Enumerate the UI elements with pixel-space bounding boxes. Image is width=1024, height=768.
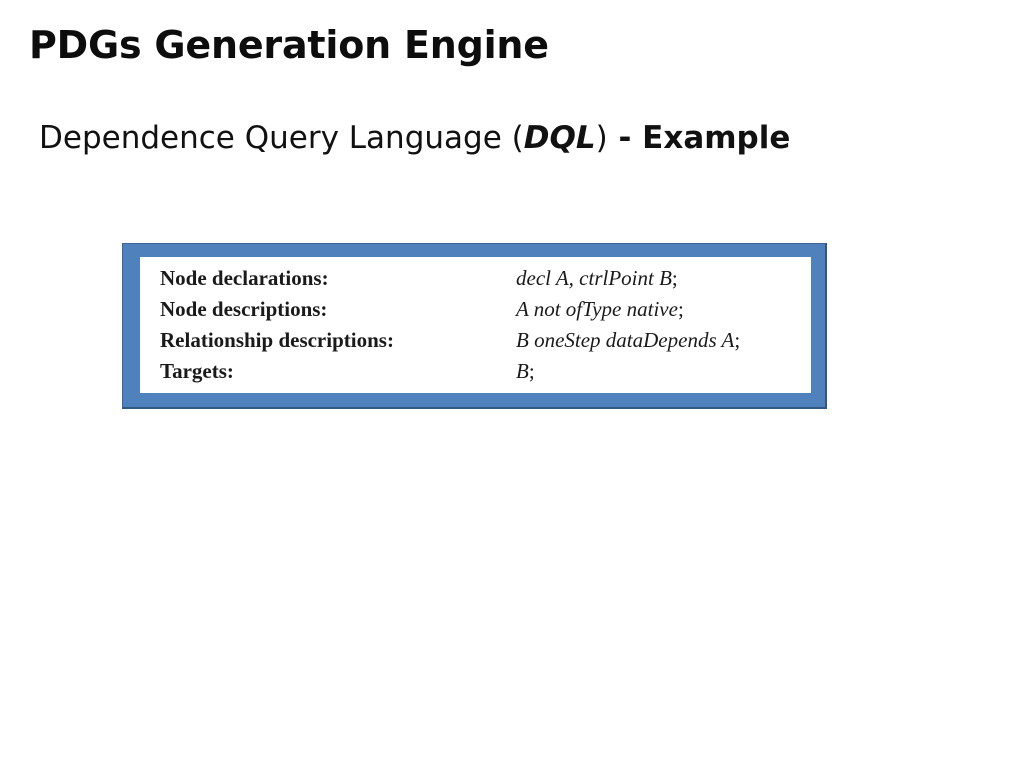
row-value-terminator: ;	[734, 328, 741, 352]
table-row: Targets: B;	[160, 356, 740, 387]
table-row: Node descriptions: A not ofType native;	[160, 294, 740, 325]
row-label: Targets:	[160, 359, 234, 383]
row-label: Node declarations:	[160, 266, 329, 290]
row-value-text: B oneStep dataDepends A	[516, 328, 735, 352]
row-label: Node descriptions:	[160, 297, 328, 321]
row-value: B;	[516, 356, 740, 387]
row-value-text: B	[516, 359, 529, 383]
row-value-text: A not ofType native	[516, 297, 678, 321]
page-title: PDGs Generation Engine	[29, 23, 549, 67]
row-value-terminator: ;	[671, 266, 678, 290]
subtitle-separator: -	[607, 120, 643, 156]
row-value-terminator: ;	[677, 297, 684, 321]
row-value: B oneStep dataDepends A;	[516, 325, 740, 356]
row-value: decl A, ctrlPoint B;	[516, 263, 740, 294]
subtitle-open-paren: (	[511, 120, 524, 156]
subtitle-emphasis: Example	[642, 120, 791, 156]
subtitle-acronym: DQL	[523, 120, 596, 156]
table-row: Node declarations: decl A, ctrlPoint B;	[160, 263, 740, 294]
row-value: A not ofType native;	[516, 294, 740, 325]
row-value-text: decl A, ctrlPoint B	[516, 266, 672, 290]
example-box: Node declarations: decl A, ctrlPoint B; …	[122, 243, 827, 409]
row-value-terminator: ;	[528, 359, 535, 383]
example-box-inner: Node declarations: decl A, ctrlPoint B; …	[140, 257, 811, 393]
dql-example-table: Node declarations: decl A, ctrlPoint B; …	[160, 263, 740, 387]
subtitle-close-paren: )	[595, 120, 608, 156]
table-row: Relationship descriptions: B oneStep dat…	[160, 325, 740, 356]
row-label: Relationship descriptions:	[160, 328, 394, 352]
subtitle-lead-text: Dependence Query Language	[39, 120, 512, 156]
slide-subtitle: Dependence Query Language (DQL) - Exampl…	[39, 117, 790, 159]
